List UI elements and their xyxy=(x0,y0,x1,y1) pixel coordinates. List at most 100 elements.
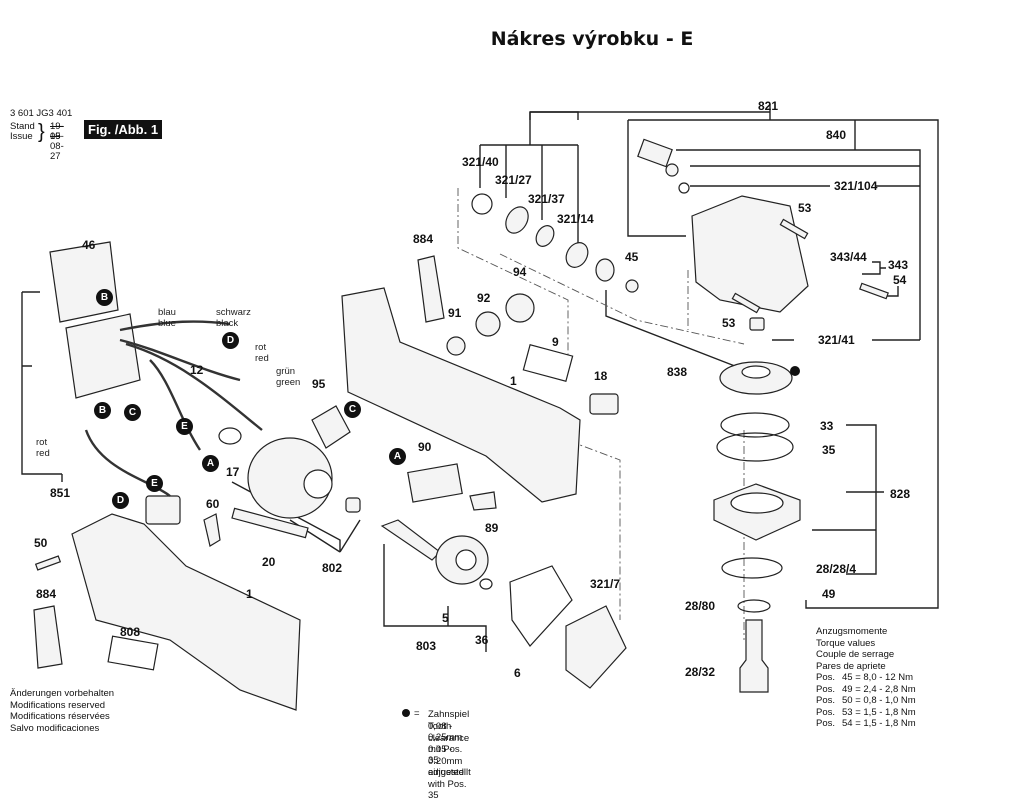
part-label: 840 xyxy=(826,128,847,142)
washer-28-80 xyxy=(737,599,771,613)
part-number: 3 601 JG3 401 xyxy=(10,108,73,119)
torque-row: Pos.45 = 8,0 - 12 Nm xyxy=(816,672,914,683)
modifications-notice: Änderungen vorbehalten Modifications res… xyxy=(10,688,115,734)
handle-housing-part xyxy=(71,513,301,711)
issue-date: 19-08-27 xyxy=(50,131,64,162)
fan-92 xyxy=(475,311,501,337)
guard-6 xyxy=(509,565,573,647)
pinion-part xyxy=(595,258,615,282)
part-label: 802 xyxy=(322,561,343,575)
connector-a-marker: A xyxy=(389,448,406,465)
wiring-module-part xyxy=(65,313,141,399)
guard-321-7 xyxy=(565,605,627,689)
gasket-35 xyxy=(716,432,794,462)
oring-33 xyxy=(720,412,790,438)
drive-shaft-part xyxy=(380,519,441,561)
leader-803 xyxy=(383,544,487,652)
part-label: 321/40 xyxy=(462,155,499,169)
seal-part xyxy=(505,206,529,234)
stand-date: 19-05 xyxy=(50,121,64,142)
bearing-part xyxy=(535,225,555,247)
connector-e-marker: E xyxy=(146,475,163,492)
part-label: 9 xyxy=(552,335,559,349)
part-label: 851 xyxy=(50,486,71,500)
part-label: 321/41 xyxy=(818,333,855,347)
motor-housing-part xyxy=(341,287,581,503)
part-label: 6 xyxy=(514,666,521,680)
connector-c-marker: C xyxy=(124,404,141,421)
torque-row: Pos.49 = 2,4 - 2,8 Nm xyxy=(816,683,916,695)
battery-holder-part xyxy=(49,241,119,323)
figure-label: Fig. /Abb. 1 xyxy=(84,120,163,139)
part-label: 838 xyxy=(667,365,688,379)
part-label: 50 xyxy=(34,536,48,550)
part-label: 53 xyxy=(798,201,812,215)
connector-b-marker: B xyxy=(96,289,113,306)
gear-housing-part xyxy=(691,195,809,313)
part-label: 17 xyxy=(226,465,240,479)
part-label: 28/32 xyxy=(685,665,716,679)
part-label: 36 xyxy=(475,633,489,647)
part-label: 53 xyxy=(722,316,736,330)
part-label: 54 xyxy=(893,273,907,287)
part-label: 28/80 xyxy=(685,599,716,613)
part-label: 33 xyxy=(820,419,834,433)
leader-828 xyxy=(812,424,884,575)
part-label: 95 xyxy=(312,377,326,391)
leader-840 xyxy=(627,120,921,341)
part-label: 1 xyxy=(510,374,517,388)
bullet-dot-icon xyxy=(402,709,410,717)
torque-row: Pos.54 = 1,5 - 1,8 Nm xyxy=(816,718,916,729)
part-label: 343 xyxy=(888,258,909,272)
part-label: 5 xyxy=(442,611,449,625)
electronics-90 xyxy=(407,463,463,503)
leader-343 xyxy=(862,261,886,275)
vent-cover-884 xyxy=(417,255,445,323)
issue-label: Issue xyxy=(10,131,33,142)
torque-row: Pos.50 = 0,8 - 1,0 Nm xyxy=(816,695,916,706)
brace-icon: } xyxy=(38,121,45,143)
part-label: 60 xyxy=(206,497,220,511)
oring-28-28-4 xyxy=(721,557,783,579)
part-label: 18 xyxy=(594,369,608,383)
part-label: 91 xyxy=(448,306,462,320)
part-label: 20 xyxy=(262,555,276,569)
ring-17 xyxy=(218,427,242,445)
spacer-60 xyxy=(203,513,221,547)
clip-part xyxy=(637,138,673,168)
connector-e-marker: E xyxy=(176,418,193,435)
part-label: 321/7 xyxy=(590,577,621,591)
part-label: 1 xyxy=(246,587,253,601)
leader-851 xyxy=(21,291,63,482)
part-label: 28/28/4 xyxy=(816,562,857,576)
page-title: Nákres výrobku - E xyxy=(490,28,694,50)
part-label: 89 xyxy=(485,521,499,535)
leader-321-40-group xyxy=(479,111,579,258)
part-89 xyxy=(469,491,497,511)
label-808 xyxy=(107,635,159,671)
wrench-20 xyxy=(231,507,309,539)
part-label: 45 xyxy=(625,250,639,264)
part-label: 821 xyxy=(758,99,779,113)
part-label: 90 xyxy=(418,440,432,454)
switch-part xyxy=(145,495,181,525)
fan-91 xyxy=(446,336,466,356)
oring-part xyxy=(678,182,690,194)
exploded-parts-diagram xyxy=(21,104,939,711)
part-label: 884 xyxy=(413,232,434,246)
torque-row: Pos.53 = 1,5 - 1,8 Nm xyxy=(816,706,916,718)
ball-bearing-part xyxy=(565,242,589,268)
part-label: 343/44 xyxy=(830,250,867,264)
stand-label: Stand xyxy=(10,121,35,132)
part-label: 828 xyxy=(890,487,911,501)
backlash-dot xyxy=(790,366,800,376)
leader-838 xyxy=(605,290,741,369)
torque-values-table: Anzugsmomente Torque values Couple de se… xyxy=(816,626,916,729)
cap-95 xyxy=(311,405,351,449)
circlip-part xyxy=(471,193,493,215)
connector-b-marker: B xyxy=(94,402,111,419)
part-label: 803 xyxy=(416,639,437,653)
